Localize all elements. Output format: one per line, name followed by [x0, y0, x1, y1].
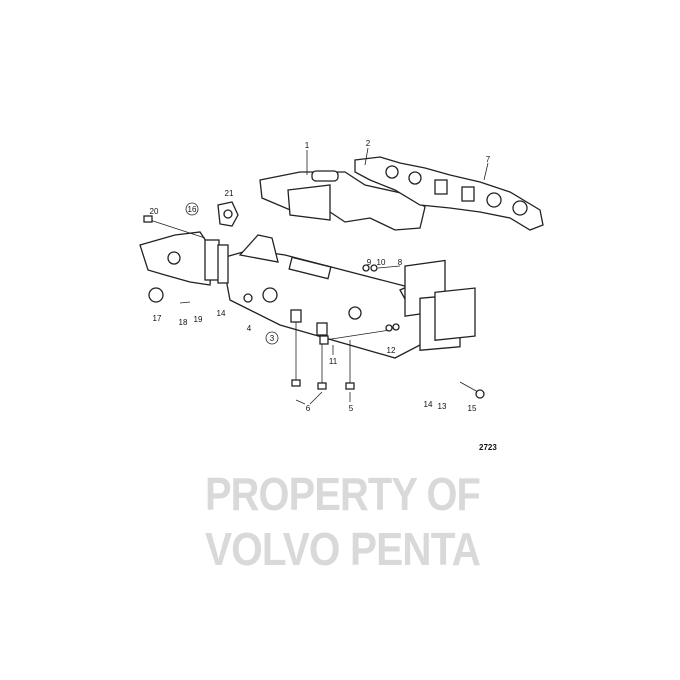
gasket — [354, 156, 544, 231]
callout-10: 10 — [377, 258, 386, 267]
plug — [148, 287, 164, 303]
callout-5: 5 — [349, 404, 354, 413]
callout-3: 3 — [270, 334, 275, 343]
callout-2: 2 — [366, 139, 371, 148]
watermark-line-2: VOLVO PENTA — [205, 523, 480, 575]
callout-15: 15 — [468, 404, 477, 413]
bolts — [143, 215, 485, 399]
callout-19: 19 — [194, 315, 203, 324]
callout-6: 6 — [306, 404, 311, 413]
watermark: PROPERTY OF VOLVO PENTA — [205, 468, 481, 575]
callout-4: 4 — [247, 324, 252, 333]
callout-14b: 14 — [424, 400, 433, 409]
gasket-holes — [385, 165, 528, 216]
callout-18: 18 — [179, 318, 188, 327]
leader-lines — [295, 147, 489, 405]
callout-8: 8 — [398, 258, 403, 267]
callout-7: 7 — [486, 155, 491, 164]
callout-20: 20 — [150, 207, 159, 216]
manifold-upper — [259, 170, 426, 231]
callout-9: 9 — [367, 258, 372, 267]
callout-1: 1 — [305, 141, 310, 150]
callout-16: 16 — [188, 205, 197, 214]
callout-14a: 14 — [217, 309, 226, 318]
diagram-number: 2723 — [479, 443, 497, 452]
watermark-line-1: PROPERTY OF — [205, 468, 480, 520]
callout-21: 21 — [225, 189, 234, 198]
callout-17: 17 — [153, 314, 162, 323]
callout-11: 11 — [329, 357, 338, 366]
end-cover — [404, 259, 476, 351]
callout-13: 13 — [438, 402, 447, 411]
callouts: 1 2 7 21 20 16 9 10 8 17 18 19 14 4 3 11… — [150, 139, 491, 413]
callout-12: 12 — [387, 346, 396, 355]
